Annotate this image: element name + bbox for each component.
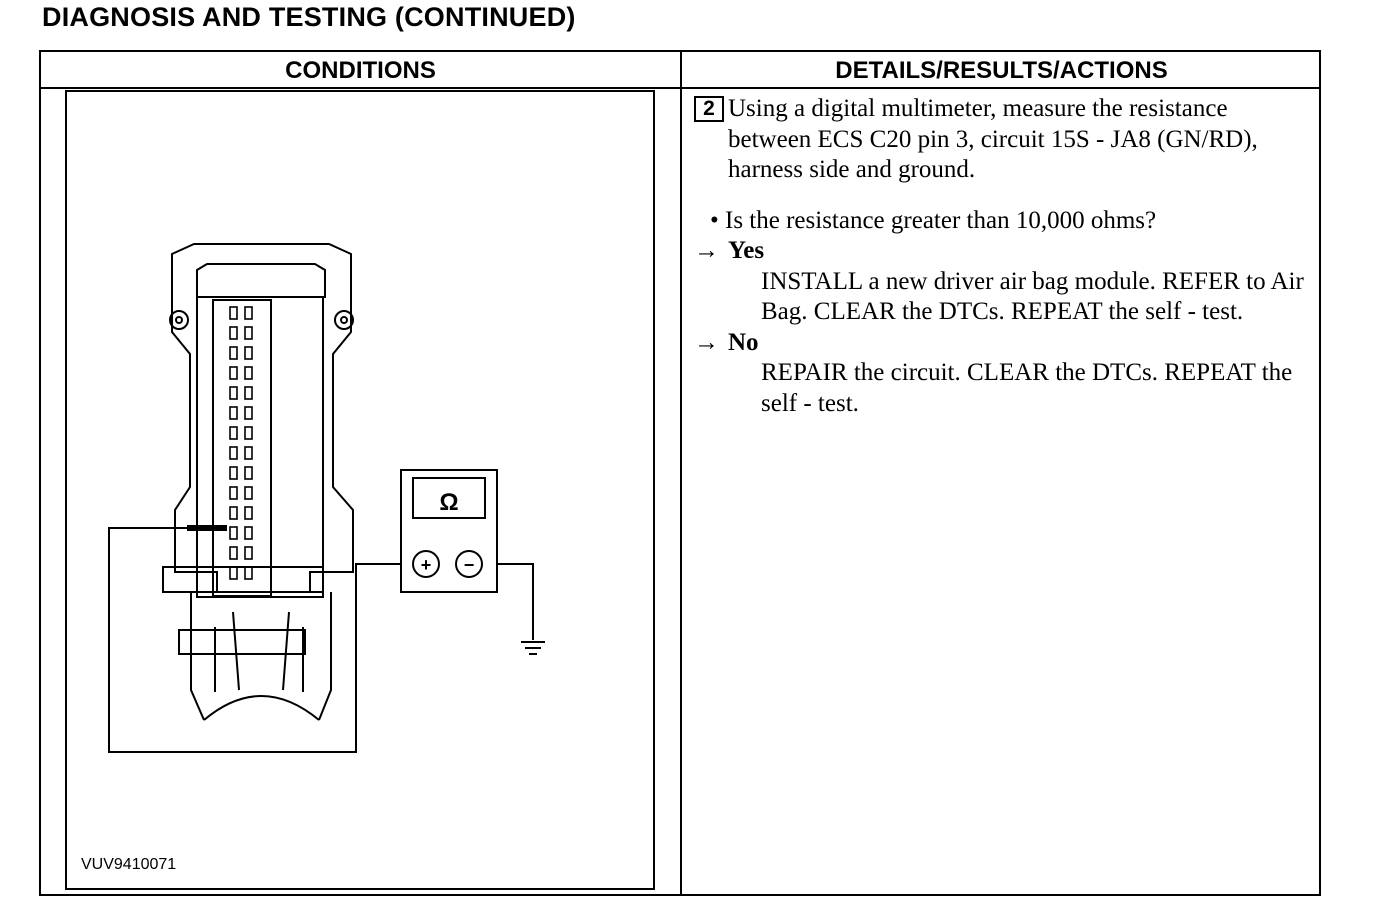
no-action: REPAIR the circuit. CLEAR the DTCs. REPE…: [761, 359, 1293, 417]
arrow-icon: →: [694, 237, 719, 264]
mounting-hole-right: [334, 310, 354, 330]
harness-tail: [190, 592, 332, 721]
test-leads: [108, 527, 534, 753]
pin-carrier: [196, 296, 324, 598]
step-instruction: Using a digital multimeter, measure the …: [728, 95, 1258, 183]
step-question: • Is the resistance greater than 10,000 …: [710, 206, 1157, 234]
figure-id: VUV9410071: [81, 856, 177, 873]
details-header: DETAILS/RESULTS/ACTIONS: [835, 57, 1168, 84]
step-number-badge: 2: [694, 96, 724, 122]
positive-terminal-label: +: [421, 555, 432, 575]
connector-inner-hood: [196, 263, 326, 298]
column-divider: [680, 52, 682, 894]
lock-bar-lower: [178, 629, 306, 655]
connector-figure: Ω + − VUV9410071: [65, 90, 655, 890]
pin-cavities: [229, 306, 253, 580]
connector-diagram: Ω + −: [108, 243, 545, 753]
yes-action: INSTALL a new driver air bag module. REF…: [761, 267, 1304, 326]
lock-bar-upper: [162, 566, 324, 593]
mounting-hole-left: [169, 310, 189, 330]
diagnosis-table: CONDITIONS DETAILS/RESULTS/ACTIONS: [39, 50, 1321, 896]
multimeter: Ω + −: [400, 469, 498, 593]
details-section: 2 Using a digital multimeter, measure th…: [694, 94, 1314, 419]
yes-answer: → Yes: [694, 236, 1314, 267]
step-block: 2 Using a digital multimeter, measure th…: [694, 94, 1314, 186]
ground-symbol: [521, 641, 545, 655]
conditions-header: CONDITIONS: [285, 57, 436, 84]
ohm-symbol: Ω: [439, 489, 458, 516]
negative-terminal-label: −: [464, 555, 475, 575]
page-title: DIAGNOSIS AND TESTING (CONTINUED): [42, 2, 576, 32]
connector-housing: [171, 243, 354, 593]
yes-label: Yes: [728, 237, 765, 264]
no-label: No: [728, 328, 759, 356]
test-probe: [187, 525, 227, 531]
no-answer: → No: [694, 328, 1314, 359]
arrow-icon: →: [694, 328, 719, 356]
